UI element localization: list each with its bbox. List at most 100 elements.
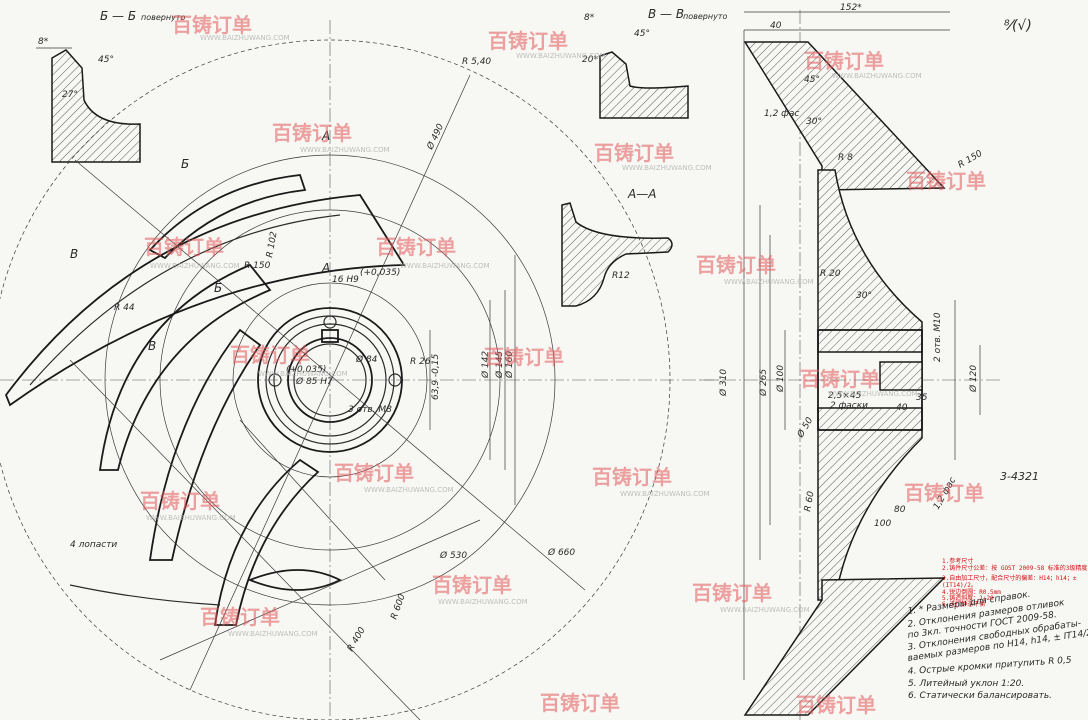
- svg-text:百铸订单: 百铸订单: [592, 465, 672, 489]
- svg-text:(+0,035): (+0,035): [286, 365, 326, 375]
- svg-text:2 отв. M10: 2 отв. M10: [933, 312, 943, 362]
- svg-text:百铸订单: 百铸订单: [230, 343, 310, 367]
- svg-text:WWW.BAIZHUWANG.COM: WWW.BAIZHUWANG.COM: [258, 370, 348, 378]
- svg-text:百铸订单: 百铸订单: [484, 345, 564, 369]
- svg-text:R 60: R 60: [803, 490, 816, 512]
- svg-text:Ø 120: Ø 120: [968, 365, 979, 393]
- svg-text:3.自由加工尺寸，配合尺寸的偏差：H14；h14；±: 3.自由加工尺寸，配合尺寸的偏差：H14；h14；±: [942, 574, 1077, 582]
- svg-text:WWW.BAIZHUWANG.COM: WWW.BAIZHUWANG.COM: [516, 52, 606, 60]
- svg-text:WWW.BAIZHUWANG.COM: WWW.BAIZHUWANG.COM: [620, 490, 710, 498]
- svg-text:6. Статически балансировать.: 6. Статически балансировать.: [908, 691, 1052, 701]
- svg-text:В: В: [70, 247, 78, 261]
- section-v-v-sub: повернуто: [683, 12, 727, 21]
- watermark: 百铸订单: [796, 693, 876, 717]
- svg-text:5. Литейный уклон 1:20.: 5. Литейный уклон 1:20.: [908, 679, 1024, 689]
- svg-text:(+0,035): (+0,035): [360, 268, 400, 278]
- svg-text:Ø 85 H7: Ø 85 H7: [295, 376, 333, 387]
- section-b-b-title: Б — Б: [100, 9, 136, 23]
- svg-text:5.铸造斜度：1:20: 5.铸造斜度：1:20: [942, 594, 994, 602]
- svg-text:4.锐边倒圆：R0.5mm: 4.锐边倒圆：R0.5mm: [942, 588, 1001, 596]
- svg-text:45°: 45°: [634, 29, 650, 39]
- svg-text:WWW.BAIZHUWANG.COM: WWW.BAIZHUWANG.COM: [146, 514, 236, 522]
- svg-text:WWW.BAIZHUWANG.COM: WWW.BAIZHUWANG.COM: [200, 34, 290, 42]
- watermark: 百铸订单: [540, 691, 620, 715]
- svg-text:8*: 8*: [584, 13, 595, 23]
- svg-text:百铸订单: 百铸订单: [432, 573, 512, 597]
- svg-text:百铸订单: 百铸订单: [904, 481, 984, 505]
- watermark: 百铸订单 WWW.BAIZHUWANG.COM: [144, 235, 240, 270]
- svg-text:А: А: [321, 129, 330, 143]
- svg-text:80: 80: [894, 505, 906, 515]
- svg-text:百铸订单: 百铸订单: [144, 235, 224, 259]
- svg-text:R12: R12: [612, 271, 630, 281]
- svg-text:100: 100: [874, 519, 891, 529]
- svg-text:45°: 45°: [98, 55, 114, 65]
- svg-text:8*: 8*: [38, 37, 49, 47]
- svg-text:R 20: R 20: [820, 269, 841, 279]
- svg-text:R 26: R 26: [410, 357, 431, 367]
- svg-text:Ø 84: Ø 84: [355, 354, 378, 365]
- svg-text:百铸订单: 百铸订单: [696, 253, 776, 277]
- svg-text:Ø 490: Ø 490: [424, 122, 446, 152]
- svg-text:WWW.BAIZHUWANG.COM: WWW.BAIZHUWANG.COM: [400, 262, 490, 270]
- svg-text:40: 40: [896, 403, 908, 413]
- watermark: 百铸订单: [906, 169, 986, 193]
- svg-text:百铸订单: 百铸订单: [334, 461, 414, 485]
- section-a-a: А—А R12: [561, 187, 673, 307]
- svg-text:Ø 660: Ø 660: [547, 547, 575, 558]
- svg-text:百铸订单: 百铸订单: [272, 121, 352, 145]
- svg-text:百铸订单: 百铸订单: [906, 169, 986, 193]
- svg-text:Б: Б: [181, 157, 189, 171]
- svg-text:Б: Б: [214, 281, 222, 295]
- svg-text:R 5,40: R 5,40: [462, 57, 491, 67]
- blades-count-label: 4 лопасти: [70, 540, 117, 550]
- svg-text:45°: 45°: [804, 75, 820, 85]
- svg-text:1.参考尺寸: 1.参考尺寸: [942, 557, 973, 565]
- svg-text:百铸订单: 百铸订单: [800, 367, 880, 391]
- svg-text:16 H9: 16 H9: [332, 275, 359, 285]
- svg-text:35: 35: [916, 393, 928, 403]
- svg-text:R 8: R 8: [838, 153, 853, 163]
- svg-text:WWW.BAIZHUWANG.COM: WWW.BAIZHUWANG.COM: [150, 262, 240, 270]
- svg-text:WWW.BAIZHUWANG.COM: WWW.BAIZHUWANG.COM: [228, 630, 318, 638]
- svg-text:百铸订单: 百铸订单: [140, 489, 220, 513]
- svg-text:WWW.BAIZHUWANG.COM: WWW.BAIZHUWANG.COM: [438, 598, 528, 606]
- svg-text:R 150: R 150: [957, 149, 985, 171]
- svg-text:WWW.BAIZHUWANG.COM: WWW.BAIZHUWANG.COM: [364, 486, 454, 494]
- svg-text:30°: 30°: [806, 117, 822, 127]
- svg-text:百铸订单: 百铸订单: [200, 605, 280, 629]
- svg-text:3 отв. M8: 3 отв. M8: [348, 405, 392, 415]
- front-view: А А Б Б В В 4 лопасти Ø 490 Ø 142 Ø 145 …: [0, 20, 720, 720]
- technical-notes: 1. * Размеры для справок. 2. Отклонения …: [907, 590, 1088, 701]
- svg-text:百铸订单: 百铸订单: [172, 13, 252, 37]
- section-v-v: В — В повернуто 8* 20* 45°: [582, 7, 727, 119]
- svg-text:Ø 50: Ø 50: [795, 415, 816, 440]
- svg-text:30°: 30°: [856, 291, 872, 301]
- svg-text:WWW.BAIZHUWANG.COM: WWW.BAIZHUWANG.COM: [724, 278, 814, 286]
- svg-text:А: А: [321, 261, 330, 275]
- svg-text:(IT14)/2。: (IT14)/2。: [942, 582, 977, 589]
- svg-text:2,5×45: 2,5×45: [828, 391, 862, 401]
- section-a-a-title: А—А: [627, 187, 656, 201]
- svg-text:152*: 152*: [840, 3, 862, 13]
- svg-text:百铸订单: 百铸订单: [594, 141, 674, 165]
- svg-text:百铸订单: 百铸订单: [804, 49, 884, 73]
- svg-text:20*: 20*: [582, 55, 598, 65]
- svg-text:WWW.BAIZHUWANG.COM: WWW.BAIZHUWANG.COM: [622, 164, 712, 172]
- svg-text:R 600: R 600: [389, 593, 407, 621]
- watermark: 百铸订单 WWW.BAIZHUWANG.COM: [230, 343, 348, 378]
- svg-text:R 400: R 400: [346, 625, 368, 653]
- svg-text:63,9 -0,15: 63,9 -0,15: [431, 354, 441, 400]
- section-b-b-sub: повернуто: [141, 13, 185, 22]
